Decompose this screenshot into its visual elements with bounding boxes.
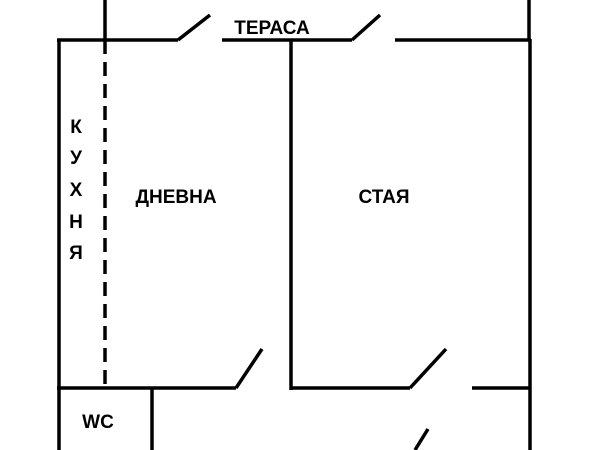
terrace-door-right: [350, 13, 382, 42]
wc-label: WC: [82, 412, 114, 433]
kitchen-letter: Х: [70, 180, 83, 201]
kitchen-letter: Н: [69, 212, 83, 233]
living-room-door: [234, 348, 264, 389]
kitchen-letter: У: [70, 148, 82, 169]
kitchen-letter: К: [70, 117, 82, 138]
bedroom-label: СТАЯ: [358, 187, 409, 208]
terrace-door-left: [176, 13, 212, 42]
bedroom-door: [408, 347, 448, 390]
terrace-label: ТЕРАСА: [234, 18, 310, 39]
living-room-label: ДНЕВНА: [135, 187, 216, 208]
entrance-door: [413, 428, 430, 450]
kitchen-letter: Я: [69, 243, 83, 264]
